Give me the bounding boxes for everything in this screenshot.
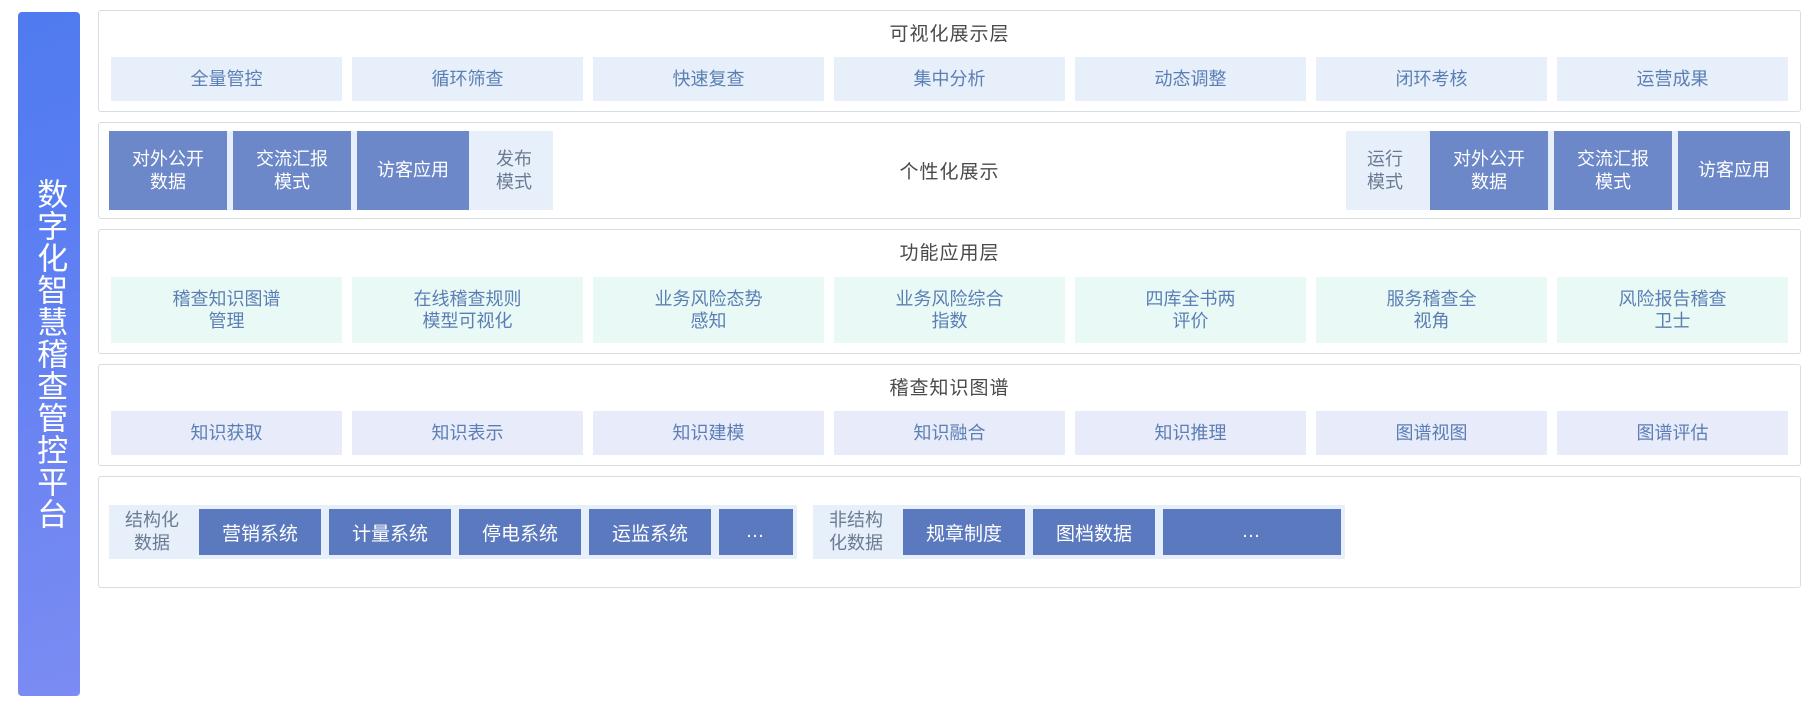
unstructured-data-label: 非结构 化数据 [829,509,883,553]
viz-chip[interactable]: 闭环考核 [1316,57,1547,101]
layer-knowledge-graph: 稽查知识图谱 知识获取 知识表示 知识建模 知识融合 知识推理 图谱视图 图谱评… [98,364,1801,466]
function-chip[interactable]: 风险报告稽查 卫士 [1557,277,1788,343]
layer-personalized-display: 对外公开 数据 交流汇报 模式 访客应用 发布 模式 个性化展示 运行 模式 对… [98,122,1801,219]
platform-sidebar: 数字化智慧稽查管控平台 [18,12,80,696]
function-chip[interactable]: 在线稽查规则 模型可视化 [352,277,583,343]
layer-visualization-title: 可视化展示层 [889,24,1010,45]
personalized-chip[interactable]: 运行 模式 [1367,149,1403,192]
personalized-left-group: 对外公开 数据 交流汇报 模式 访客应用 发布 模式 [109,131,553,210]
kg-chip[interactable]: 图谱视图 [1316,411,1547,455]
function-chip[interactable]: 稽查知识图谱 管理 [111,277,342,343]
unstructured-data-group: 非结构 化数据 规章制度 图档数据 … [813,504,1345,560]
knowledge-graph-chip-row: 知识获取 知识表示 知识建模 知识融合 知识推理 图谱视图 图谱评估 [111,411,1788,455]
platform-title: 数字化智慧稽查管控平台 [32,178,68,530]
kg-chip[interactable]: 知识建模 [593,411,824,455]
kg-chip[interactable]: 知识表示 [352,411,583,455]
viz-chip[interactable]: 循环筛查 [352,57,583,101]
layer-knowledge-graph-title: 稽查知识图谱 [889,378,1010,399]
personalized-chip[interactable]: 访客应用 [357,131,469,210]
data-sources-spacer [1361,505,1790,559]
data-source-chip[interactable]: 运监系统 [589,508,711,556]
personalized-chip[interactable]: 对外公开 数据 [1430,131,1548,210]
visualization-chip-row: 全量管控 循环筛查 快速复查 集中分析 动态调整 闭环考核 运营成果 [111,57,1788,101]
data-source-more-chip[interactable]: … [1163,508,1341,556]
personalized-chip[interactable]: 交流汇报 模式 [1554,131,1672,210]
personalized-inner: 对外公开 数据 交流汇报 模式 访客应用 发布 模式 个性化展示 运行 模式 对… [99,123,1800,218]
viz-chip[interactable]: 运营成果 [1557,57,1788,101]
kg-chip[interactable]: 知识推理 [1075,411,1306,455]
layer-stack: 可视化展示层 全量管控 循环筛查 快速复查 集中分析 动态调整 闭环考核 运营成… [98,10,1801,700]
viz-chip[interactable]: 快速复查 [593,57,824,101]
structured-data-group: 结构化 数据 营销系统 计量系统 停电系统 运监系统 … [109,504,797,560]
viz-chip[interactable]: 动态调整 [1075,57,1306,101]
personalized-chip[interactable]: 对外公开 数据 [109,131,227,210]
function-chip-row: 稽查知识图谱 管理 在线稽查规则 模型可视化 业务风险态势 感知 业务风险综合 … [111,277,1788,343]
kg-chip[interactable]: 知识获取 [111,411,342,455]
layer-visualization: 可视化展示层 全量管控 循环筛查 快速复查 集中分析 动态调整 闭环考核 运营成… [98,10,1801,112]
function-chip[interactable]: 服务稽查全 视角 [1316,277,1547,343]
data-source-more-chip[interactable]: … [719,508,793,556]
layer-data-sources: 结构化 数据 营销系统 计量系统 停电系统 运监系统 … 非结构 化数据 规章制… [98,476,1801,588]
personalized-chip[interactable]: 发布 模式 [496,149,532,192]
personalized-right-group: 运行 模式 对外公开 数据 交流汇报 模式 访客应用 [1346,131,1790,210]
layer-function-application: 功能应用层 稽查知识图谱 管理 在线稽查规则 模型可视化 业务风险态势 感知 业… [98,229,1801,354]
data-source-chip[interactable]: 计量系统 [329,508,451,556]
data-sources-inner: 结构化 数据 营销系统 计量系统 停电系统 运监系统 … 非结构 化数据 规章制… [99,497,1800,567]
data-source-chip[interactable]: 停电系统 [459,508,581,556]
structured-data-label: 结构化 数据 [125,509,179,553]
data-source-chip[interactable]: 规章制度 [903,508,1025,556]
layer-function-title: 功能应用层 [899,243,1000,264]
kg-chip[interactable]: 知识融合 [834,411,1065,455]
viz-chip[interactable]: 集中分析 [834,57,1065,101]
function-chip[interactable]: 业务风险综合 指数 [834,277,1065,343]
viz-chip[interactable]: 全量管控 [111,57,342,101]
kg-chip[interactable]: 图谱评估 [1557,411,1788,455]
personalized-chip[interactable]: 交流汇报 模式 [233,131,351,210]
personalized-chip[interactable]: 访客应用 [1678,131,1790,210]
personalized-center-label: 个性化展示 [553,131,1346,210]
data-source-chip[interactable]: 图档数据 [1033,508,1155,556]
data-source-chip[interactable]: 营销系统 [199,508,321,556]
function-chip[interactable]: 四库全书两 评价 [1075,277,1306,343]
function-chip[interactable]: 业务风险态势 感知 [593,277,824,343]
